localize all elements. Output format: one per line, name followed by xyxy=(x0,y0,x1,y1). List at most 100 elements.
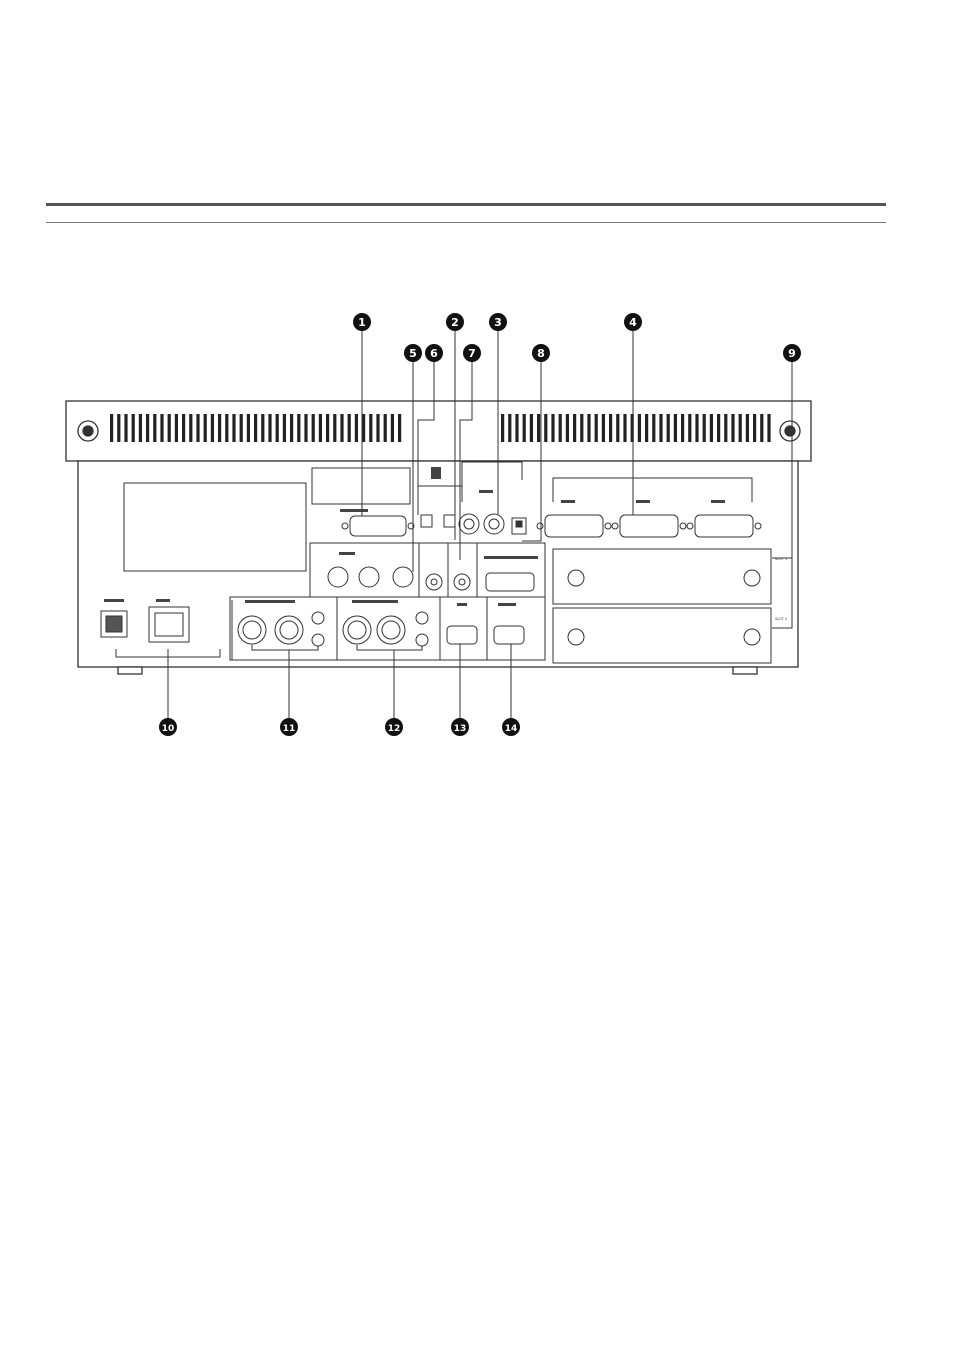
vent-slot xyxy=(132,414,135,442)
vent-slot xyxy=(312,414,315,442)
vent-slot xyxy=(645,414,648,442)
callout-label: 2 xyxy=(451,316,459,329)
vent-slot xyxy=(674,414,677,442)
vent-slot xyxy=(247,414,250,442)
vent-slot xyxy=(595,414,598,442)
callout-10: 10 xyxy=(159,718,177,736)
vent-slot xyxy=(398,414,401,442)
vent-slot xyxy=(182,414,185,442)
vent-slot xyxy=(746,414,749,442)
vent-slot xyxy=(139,414,142,442)
vent-slot xyxy=(297,414,300,442)
vent-slot xyxy=(391,414,394,442)
vent-slot xyxy=(326,414,329,442)
vent-slot xyxy=(616,414,619,442)
vent-slot xyxy=(333,414,336,442)
vent-slot xyxy=(537,414,540,442)
callout-label: 7 xyxy=(468,347,476,360)
callout-label: 9 xyxy=(788,347,796,360)
vent-slot xyxy=(652,414,655,442)
callout-14: 14 xyxy=(502,718,520,736)
callout-13: 13 xyxy=(451,718,469,736)
vent-slot xyxy=(384,414,387,442)
vent-slot xyxy=(523,414,526,442)
vent-slot xyxy=(124,414,127,442)
vent-slot xyxy=(146,414,149,442)
vent-slot xyxy=(218,414,221,442)
vent-slot xyxy=(638,414,641,442)
vent-slot xyxy=(501,414,504,442)
slot2-label: SLOT 2 xyxy=(775,617,787,621)
vent-slot xyxy=(508,414,511,442)
foot-left xyxy=(118,667,142,674)
callout-6: 6 xyxy=(425,344,443,362)
callout-label: 13 xyxy=(454,724,467,734)
vent-slot xyxy=(688,414,691,442)
vent-slot xyxy=(232,414,235,442)
callout-label: 4 xyxy=(629,316,637,329)
rear-body xyxy=(78,461,798,667)
vent-slot xyxy=(530,414,533,442)
callout-label: 14 xyxy=(505,724,518,734)
callout-label: 12 xyxy=(388,724,401,734)
vent-slot xyxy=(283,414,286,442)
vent-slot xyxy=(559,414,562,442)
vent-slot xyxy=(753,414,756,442)
callout-9: 9 xyxy=(783,344,801,362)
vent-slot xyxy=(240,414,243,442)
vent-slot xyxy=(551,414,554,442)
vent-slot xyxy=(376,414,379,442)
callout-12: 12 xyxy=(385,718,403,736)
callout-1: 1 xyxy=(353,313,371,331)
vent-slot xyxy=(710,414,713,442)
callout-11: 11 xyxy=(280,718,298,736)
vent-slot xyxy=(566,414,569,442)
vent-slot xyxy=(731,414,734,442)
vent-slot xyxy=(340,414,343,442)
vent-slot xyxy=(160,414,163,442)
callout-3: 3 xyxy=(489,313,507,331)
vent-slot xyxy=(268,414,271,442)
vent-slot xyxy=(681,414,684,442)
vent-slot xyxy=(319,414,322,442)
vent-slot xyxy=(175,414,178,442)
vent-slot xyxy=(623,414,626,442)
callout-4: 4 xyxy=(624,313,642,331)
vent-slot xyxy=(703,414,706,442)
vent-slot xyxy=(254,414,257,442)
vent-slot xyxy=(261,414,264,442)
callout-5: 5 xyxy=(404,344,422,362)
vent-slot xyxy=(204,414,207,442)
vent-slot xyxy=(355,414,358,442)
callout-2: 2 xyxy=(446,313,464,331)
vent-slot xyxy=(117,414,120,442)
vent-slot xyxy=(587,414,590,442)
vent-slot xyxy=(276,414,279,442)
vent-slot xyxy=(168,414,171,442)
vent-slot xyxy=(609,414,612,442)
vent-slot xyxy=(695,414,698,442)
vent-slot xyxy=(211,414,214,442)
callout-label: 5 xyxy=(409,347,417,360)
vent-slot xyxy=(659,414,662,442)
vent-slot xyxy=(667,414,670,442)
vent-slot xyxy=(580,414,583,442)
callout-8: 8 xyxy=(532,344,550,362)
vent-slot xyxy=(602,414,605,442)
callout-label: 1 xyxy=(358,316,366,329)
callout-label: 3 xyxy=(494,316,502,329)
vent-slot xyxy=(348,414,351,442)
vent-slot xyxy=(225,414,228,442)
vent-slot xyxy=(189,414,192,442)
vent-slot xyxy=(196,414,199,442)
vent-slot xyxy=(153,414,156,442)
vent-slot xyxy=(573,414,576,442)
callout-label: 10 xyxy=(162,724,175,734)
callout-label: 6 xyxy=(430,347,438,360)
vent-slot xyxy=(760,414,763,442)
callout-label: 11 xyxy=(283,724,296,734)
vent-slot xyxy=(739,414,742,442)
callout-7: 7 xyxy=(463,344,481,362)
vent-slot xyxy=(717,414,720,442)
